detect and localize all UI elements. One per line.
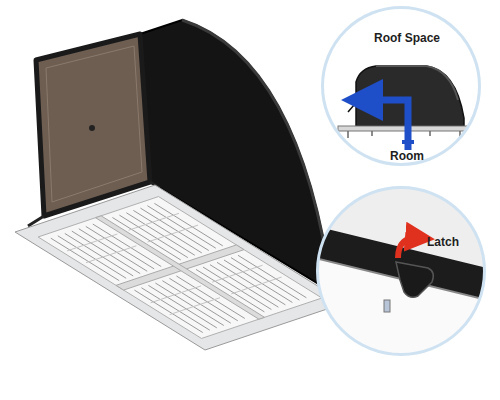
latch-inset [315, 185, 487, 357]
area-label: Room [390, 149, 424, 163]
part-label: Latch [427, 235, 459, 249]
louvred-grille [15, 185, 345, 350]
inset-circle: Roof SpaceRoom [321, 6, 481, 166]
airflow-inset [320, 5, 482, 167]
inset-circle: Latch [316, 186, 486, 356]
area-label: Roof Space [374, 31, 440, 45]
